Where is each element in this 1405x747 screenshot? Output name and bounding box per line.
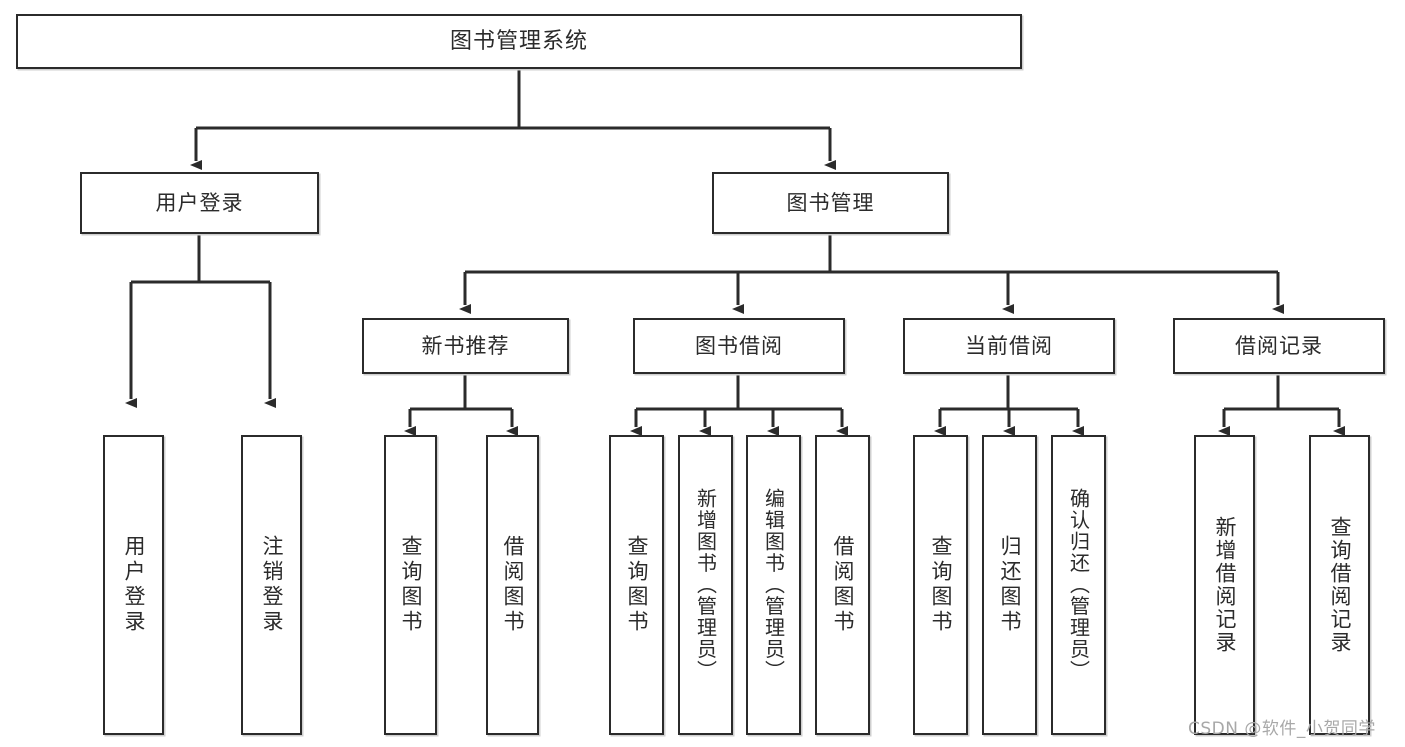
leaf-logout[interactable]: 注销登录: [241, 435, 302, 735]
node-new-book-recommendation[interactable]: 新书推荐: [362, 318, 569, 374]
leaf-query-book-1[interactable]: 查询图书: [384, 435, 437, 735]
leaf-add-borrow-record[interactable]: 新增借阅记录: [1194, 435, 1255, 735]
leaf-borrow-book-2[interactable]: 借阅图书: [815, 435, 870, 735]
node-current-borrowing[interactable]: 当前借阅: [903, 318, 1115, 374]
leaf-query-book-3[interactable]: 查询图书: [913, 435, 968, 735]
leaf-label: 用户登录: [122, 535, 146, 635]
leaf-query-book-2[interactable]: 查询图书: [609, 435, 664, 735]
leaf-label: 借阅图书: [831, 535, 855, 635]
leaf-label: 新增借阅记录: [1213, 516, 1237, 654]
node-book-borrowing[interactable]: 图书借阅: [633, 318, 845, 374]
csdn-watermark: CSDN @软件_小贺同学: [1188, 719, 1376, 739]
leaf-label: 归还图书: [998, 535, 1022, 635]
leaf-label: 注销登录: [260, 535, 284, 635]
leaf-label: 查询图书: [399, 535, 423, 635]
node-user-login[interactable]: 用户登录: [80, 172, 319, 234]
leaf-borrow-book-1[interactable]: 借阅图书: [486, 435, 539, 735]
node-book-management[interactable]: 图书管理: [712, 172, 949, 234]
leaf-label: 查询借阅记录: [1328, 516, 1352, 654]
leaf-confirm-return-admin[interactable]: 确认归还（管理员）: [1051, 435, 1106, 735]
node-root-system[interactable]: 图书管理系统: [16, 14, 1022, 69]
node-borrow-records[interactable]: 借阅记录: [1173, 318, 1385, 374]
leaf-label: 新增图书（管理员）: [693, 488, 718, 682]
leaf-return-book[interactable]: 归还图书: [982, 435, 1037, 735]
leaf-label: 确认归还（管理员）: [1066, 488, 1091, 682]
leaf-label: 借阅图书: [501, 535, 525, 635]
leaf-label: 编辑图书（管理员）: [761, 488, 786, 682]
leaf-label: 查询图书: [625, 535, 649, 635]
leaf-query-borrow-record[interactable]: 查询借阅记录: [1309, 435, 1370, 735]
leaf-label: 查询图书: [929, 535, 953, 635]
leaf-add-book-admin[interactable]: 新增图书（管理员）: [678, 435, 733, 735]
leaf-user-login[interactable]: 用户登录: [103, 435, 164, 735]
leaf-edit-book-admin[interactable]: 编辑图书（管理员）: [746, 435, 801, 735]
